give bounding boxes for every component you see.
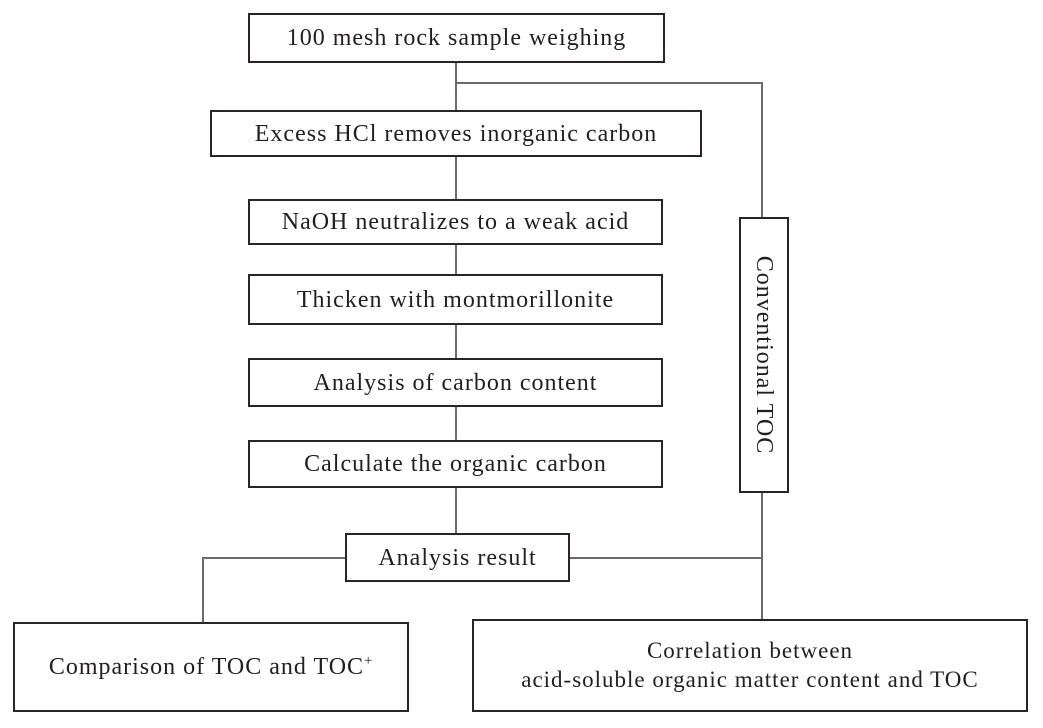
node-thicken-label: Thicken with montmorillonite [296, 286, 615, 313]
node-analysis-label: Analysis of carbon content [313, 369, 598, 396]
node-comparison-label: Comparison of TOC and TOC+ [48, 653, 374, 680]
node-hcl-removes-inorganic-carbon: Excess HCl removes inorganic carbon [210, 110, 702, 157]
connector-analysis-to-calculate [455, 407, 457, 440]
connector-conventional-to-correlation [761, 493, 763, 619]
node-analysis-carbon-content: Analysis of carbon content [248, 358, 663, 407]
connector-calculate-to-result [455, 488, 457, 533]
connector-down-to-conventional [761, 82, 763, 217]
connector-hcl-to-naoh [455, 157, 457, 199]
node-correlation-line2: acid-soluble organic matter content and … [521, 666, 979, 692]
node-sample-weighing-label: 100 mesh rock sample weighing [286, 25, 627, 51]
connector-result-to-left [202, 557, 345, 559]
connector-result-to-right [570, 557, 763, 559]
toc-plus-superscript: + [364, 653, 374, 669]
node-thicken-montmorillonite: Thicken with montmorillonite [248, 274, 663, 325]
node-comparison-toc: Comparison of TOC and TOC+ [13, 622, 409, 712]
connector-thicken-to-analysis [455, 325, 457, 358]
node-hcl-label: Excess HCl removes inorganic carbon [254, 120, 658, 147]
connector-branch-to-conventional [455, 82, 763, 84]
node-conventional-label: Conventional TOC [751, 255, 777, 455]
node-sample-weighing: 100 mesh rock sample weighing [248, 13, 665, 63]
node-correlation-line1: Correlation between [646, 637, 854, 663]
node-naoh-label: NaOH neutralizes to a weak acid [281, 209, 630, 235]
node-correlation-acid-soluble-toc: Correlation between acid-soluble organic… [472, 619, 1028, 712]
node-result-label: Analysis result [378, 544, 537, 571]
connector-weighing-to-hcl [455, 63, 457, 110]
node-naoh-neutralizes: NaOH neutralizes to a weak acid [248, 199, 663, 245]
node-calculate-label: Calculate the organic carbon [304, 451, 607, 477]
connector-naoh-to-thicken [455, 245, 457, 274]
node-analysis-result: Analysis result [345, 533, 570, 582]
node-conventional-toc: Conventional TOC [739, 217, 789, 493]
connector-left-down-to-comparison [202, 557, 204, 622]
node-calculate-organic-carbon: Calculate the organic carbon [248, 440, 663, 488]
node-correlation-label: Correlation between acid-soluble organic… [521, 637, 979, 695]
